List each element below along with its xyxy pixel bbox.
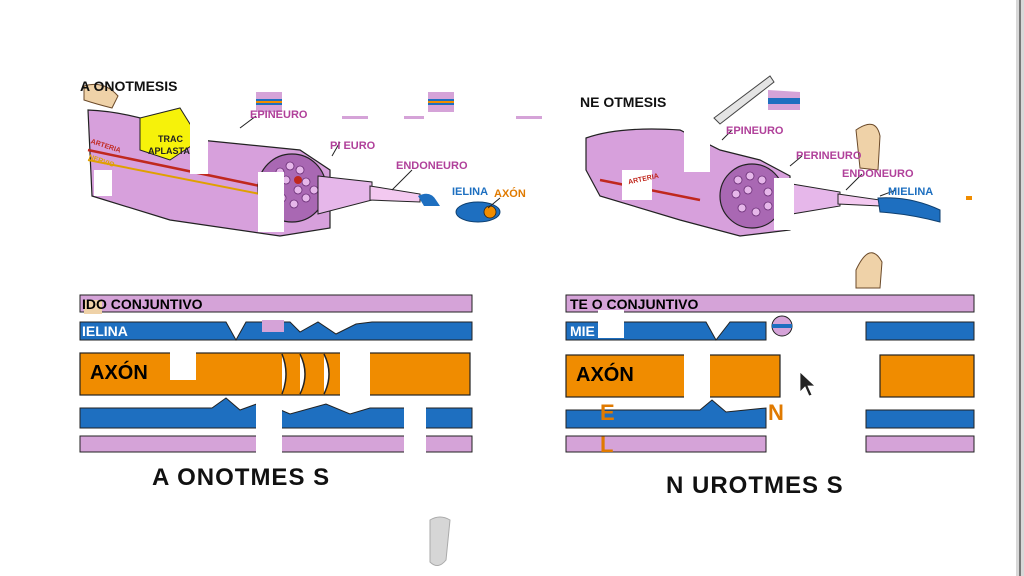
finger-shape [83, 83, 119, 109]
label-tejido-left: IDO CONJUNTIVO [82, 296, 203, 312]
fragment-e: E [600, 400, 615, 425]
cursor-icon [799, 371, 817, 397]
label-tejido-right: TE O CONJUNTIVO [570, 296, 699, 312]
axon-bar-left [79, 352, 471, 396]
axonotmesis-nerve-illustration [83, 83, 542, 237]
right-bottom-title: N UROTMES S [666, 472, 844, 499]
axonotmesis-bands [79, 294, 473, 453]
label-mielina-right: MIELINA [888, 186, 934, 198]
label-epineuro-right: EPINEURO [726, 125, 784, 137]
right-top-title: NE OTMESIS [580, 94, 667, 110]
tejido-band-top-right [565, 294, 975, 313]
label-mielina: IELINA [452, 186, 489, 198]
label-mielina-band-left: IELINA [82, 323, 128, 339]
label-perineuro: PI EURO [330, 140, 376, 152]
left-bottom-title: A ONOTMES S [152, 464, 331, 491]
label-aplastamiento: APLASTA [148, 146, 190, 156]
label-perineuro-right: PERINEURO [796, 150, 862, 162]
pen-shape [429, 516, 451, 566]
label-endoneuro-right: ENDONEURO [842, 168, 914, 180]
finger-shape-right [855, 123, 881, 171]
fragment-l: L [600, 432, 614, 457]
label-axon-box-right: AXÓN [576, 364, 634, 386]
left-top-title: A ONOTMESIS [80, 78, 178, 94]
label-endoneuro: ENDONEURO [396, 160, 468, 172]
axon-bar-right-a [565, 354, 781, 398]
tejido-band-top [79, 294, 473, 313]
neurotmesis-nerve-illustration [585, 75, 972, 289]
myelin-sheath [418, 193, 440, 206]
fascicle-bundle [317, 175, 373, 215]
label-traccion: TRAC [158, 134, 183, 144]
axon-bar-right-b [879, 354, 975, 398]
label-axon-box-left: AXÓN [90, 362, 148, 384]
label-axon: AXÓN [494, 188, 526, 200]
fragment-n: N [768, 400, 784, 425]
crush-yellow [139, 107, 201, 161]
neurotmesis-bands [565, 294, 975, 453]
label-mielina-band-right: MIE NA [570, 323, 619, 339]
label-epineuro: EPINEURO [250, 109, 308, 121]
scalpel [713, 75, 775, 125]
